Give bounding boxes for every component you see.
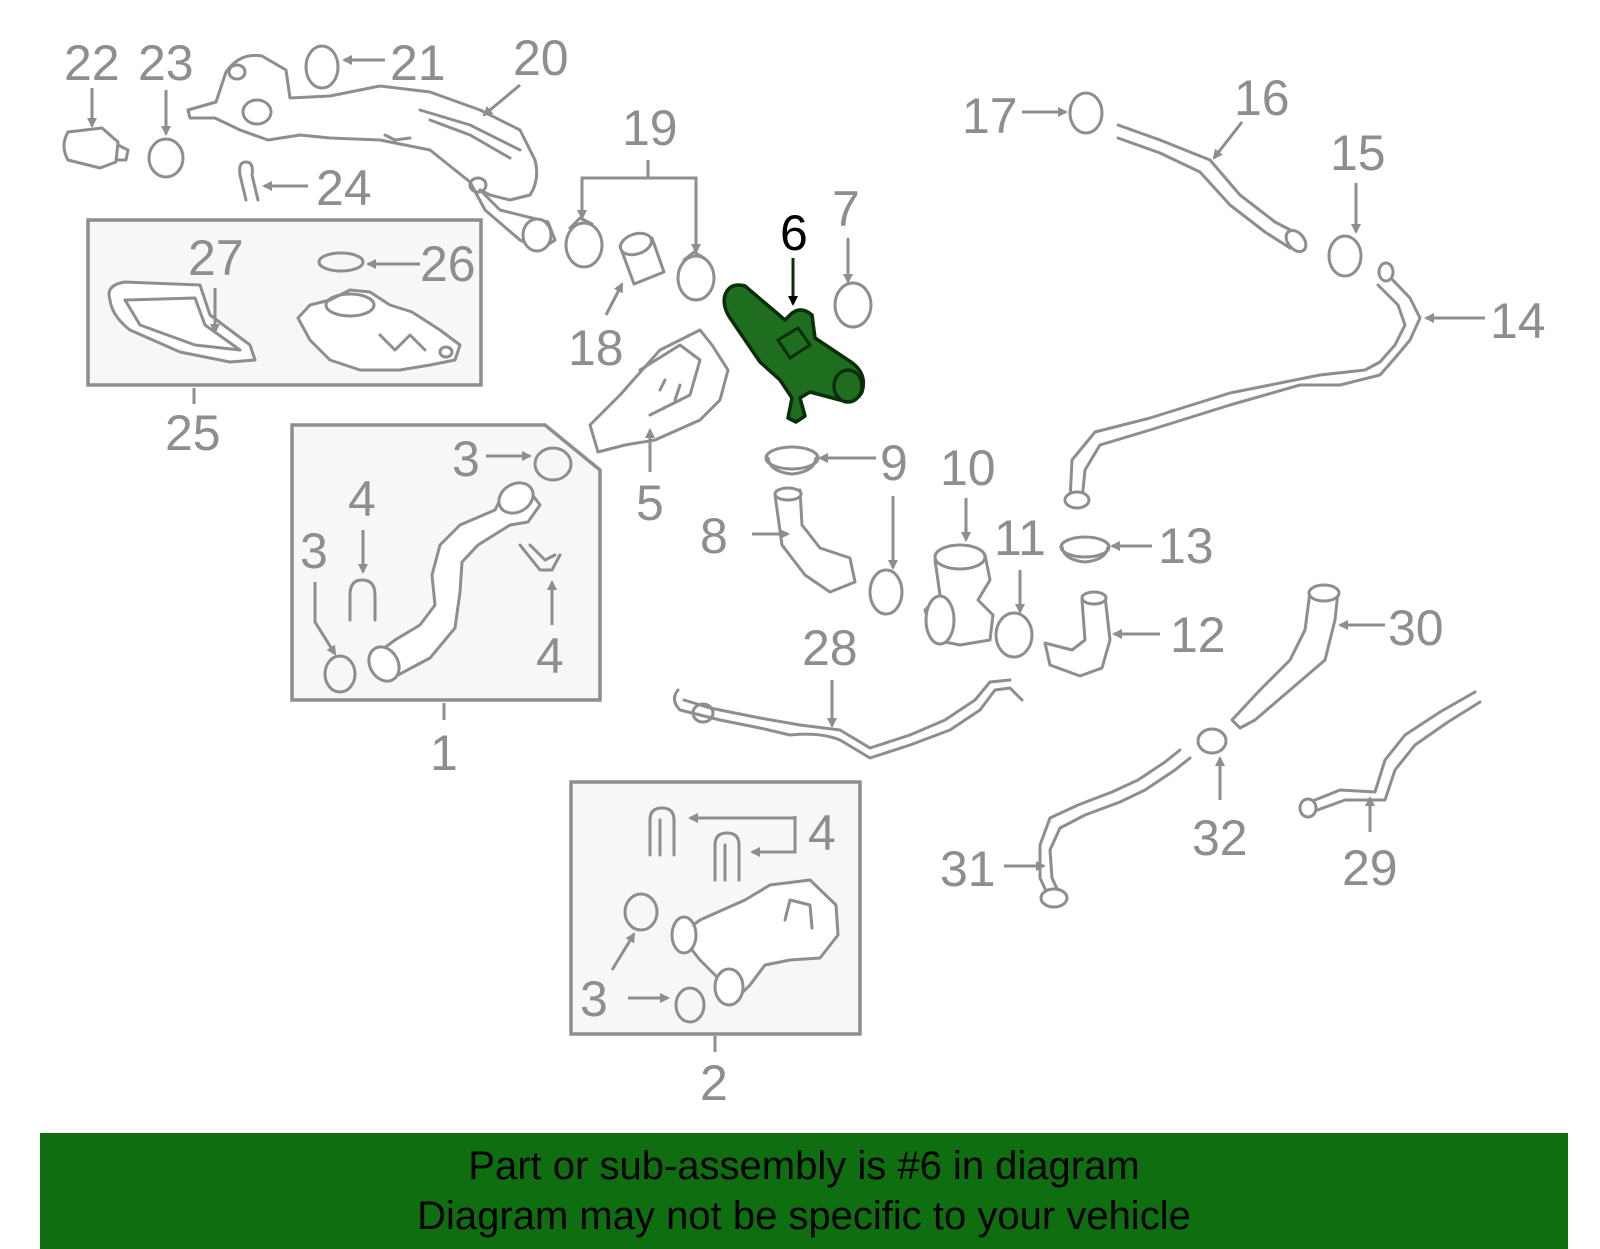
seal-ring-3c <box>623 892 659 932</box>
callout-12: 12 <box>1170 607 1226 663</box>
coolant-pipe-29-inner <box>1310 700 1482 814</box>
callout-22: 22 <box>64 35 120 91</box>
pipe-28-fitting <box>691 702 715 724</box>
callout-4b: 4 <box>536 628 564 684</box>
hose-clamp-19b <box>676 250 716 302</box>
pipe-14-fitting <box>1377 261 1395 283</box>
sensor-part-22 <box>62 126 130 170</box>
hose-clamp-11 <box>994 611 1034 659</box>
clip-4c <box>648 806 676 857</box>
callout-21: 21 <box>390 35 446 91</box>
seal-ring-3a <box>533 446 573 482</box>
hose-16 <box>1116 123 1302 237</box>
callout-24: 24 <box>316 160 372 216</box>
coolant-pipe-31-inner <box>1038 748 1182 897</box>
hose-8 <box>773 488 857 594</box>
callout-19: 19 <box>622 100 678 156</box>
callout-6: 6 <box>780 205 808 261</box>
parts-diagram: 22 23 21 20 24 27 26 25 19 18 6 7 5 3 4 … <box>62 30 1546 1111</box>
hose-clamp-15 <box>1327 234 1363 278</box>
hose-12 <box>1043 590 1112 678</box>
callout-3a: 3 <box>452 431 480 487</box>
callout-29: 29 <box>1342 840 1398 896</box>
coolant-pipe-14-inner <box>1068 283 1407 502</box>
callout-13: 13 <box>1158 518 1214 574</box>
callout-4a: 4 <box>348 471 376 527</box>
seal-ring-21 <box>304 44 340 90</box>
gasket-27 <box>107 280 257 364</box>
callout-11: 11 <box>994 510 1046 566</box>
coolant-pipe-31 <box>1048 756 1192 897</box>
callout-2: 2 <box>700 1055 728 1111</box>
pipe-31-end <box>1039 887 1069 909</box>
hose-clamp-9b <box>868 568 904 616</box>
hose-8-end <box>773 486 803 502</box>
callout-25: 25 <box>165 405 221 461</box>
banner-line-disclaimer: Diagram may not be specific to your vehi… <box>417 1194 1191 1238</box>
hose-18 <box>618 231 666 286</box>
callout-31: 31 <box>940 841 996 897</box>
callout-9: 9 <box>880 435 908 491</box>
hose-16-inner <box>1116 136 1292 250</box>
hose-clamp-9 <box>764 445 820 476</box>
callout-28: 28 <box>802 620 858 676</box>
callout-5: 5 <box>636 475 664 531</box>
callout-23: 23 <box>138 35 194 91</box>
seal-ring-3b <box>323 654 357 694</box>
pipe-29-end <box>1298 797 1318 819</box>
coolant-pipe-28-inner <box>682 678 1012 750</box>
callout-4c: 4 <box>808 805 836 861</box>
pipe-30-end <box>1307 583 1341 603</box>
callout-15: 15 <box>1330 125 1386 181</box>
grommet-32 <box>1196 727 1228 755</box>
clip-4b <box>518 543 562 572</box>
callout-7: 7 <box>832 181 860 237</box>
callout-3c: 3 <box>580 971 608 1027</box>
hose-assembly-2 <box>670 878 840 1007</box>
callout-17: 17 <box>962 88 1018 144</box>
callout-10: 10 <box>940 440 996 496</box>
pipe-14-end <box>1063 490 1091 510</box>
coolant-pipe-20 <box>186 53 557 253</box>
highlighted-part-6[interactable] <box>722 283 866 424</box>
callout-16: 16 <box>1234 70 1290 126</box>
coolant-pipe-30 <box>1230 590 1340 730</box>
callout-18: 18 <box>568 320 624 376</box>
o-ring-26 <box>317 251 365 273</box>
callout-labels: 22 23 21 20 24 27 26 25 19 18 6 7 5 3 4 … <box>64 30 1546 1111</box>
callout-3b: 3 <box>300 523 328 579</box>
callout-32: 32 <box>1192 810 1248 866</box>
callout-1: 1 <box>430 725 458 781</box>
callout-20: 20 <box>513 30 569 86</box>
hose-clamp-13 <box>1059 535 1111 564</box>
coolant-pipe-28 <box>673 686 1024 760</box>
hose-clamp-17 <box>1068 91 1104 135</box>
leader-lines <box>87 55 1485 1052</box>
callout-8: 8 <box>700 508 728 564</box>
seal-ring-23 <box>147 137 185 179</box>
callout-14: 14 <box>1490 293 1546 349</box>
banner-line-part: Part or sub-assembly is #6 in diagram <box>468 1144 1140 1188</box>
coolant-pipe-29 <box>1308 690 1477 804</box>
clip-4a <box>348 578 377 622</box>
seal-ring-7 <box>833 281 873 329</box>
callout-27: 27 <box>188 230 244 286</box>
coolant-pipe-14 <box>1080 273 1422 502</box>
thermostat-housing-5 <box>588 328 730 454</box>
info-banner: Part or sub-assembly is #6 in diagram Di… <box>40 1133 1568 1249</box>
hose-assembly-1 <box>367 481 542 683</box>
hose-16-end <box>1284 228 1308 254</box>
clip-24 <box>238 160 260 202</box>
seal-ring-3d <box>674 986 706 1024</box>
callout-26: 26 <box>420 236 476 292</box>
t-connector-10 <box>923 543 995 647</box>
water-pump-housing-25 <box>296 288 462 372</box>
callout-30: 30 <box>1388 600 1444 656</box>
hose-clamp-19a <box>564 216 604 269</box>
gasket-27-inner <box>123 296 242 352</box>
clip-4d <box>713 831 741 882</box>
